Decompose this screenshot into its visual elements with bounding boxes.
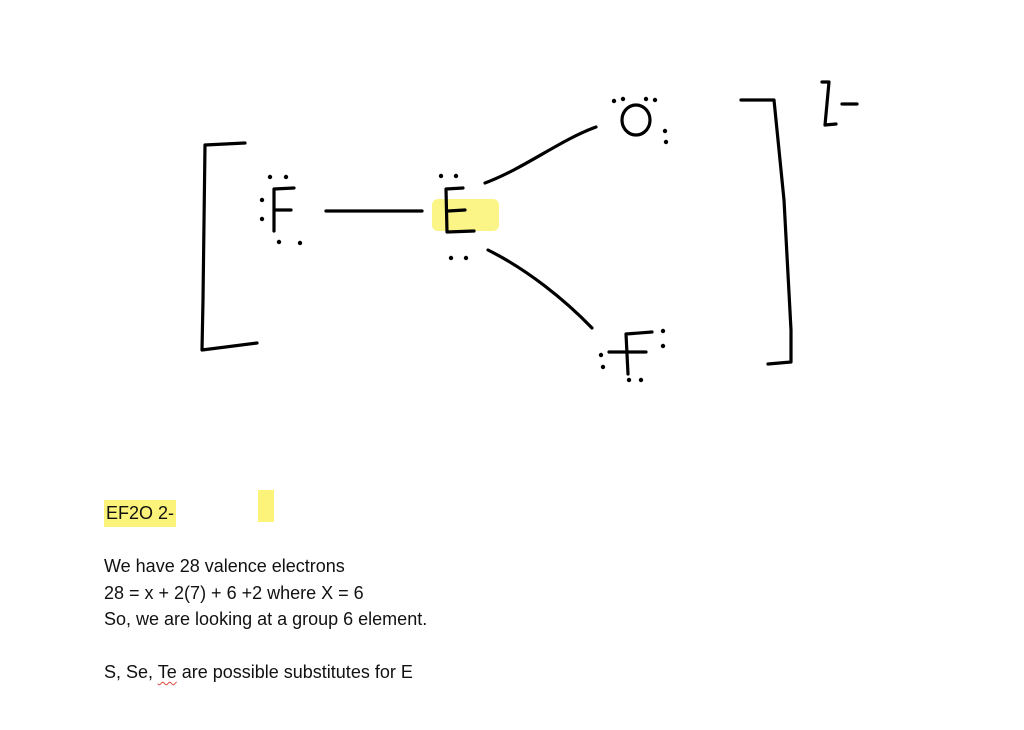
formula-line: EF2O 2- — [104, 500, 704, 527]
oxygen-glyph — [620, 103, 652, 137]
spellcheck-flagged-word[interactable]: Te — [157, 662, 177, 682]
spacer — [104, 633, 704, 660]
note-line-1: We have 28 valence electrons — [104, 556, 345, 576]
highlighter-mark — [258, 490, 274, 522]
label-oxygen: O — [636, 124, 637, 126]
label-lower-fluorine: F — [630, 359, 631, 361]
formula-label: EF2O 2- — [104, 500, 177, 527]
right-bracket — [739, 98, 793, 366]
label-left-fluorine: F — [280, 224, 281, 226]
left-fluorine-glyph — [272, 186, 296, 233]
spacer — [104, 527, 704, 554]
lower-fluorine-glyph — [607, 330, 654, 376]
charge-digit-2 — [820, 80, 838, 127]
bond-central-lower-fluorine — [486, 248, 594, 330]
note-line-3: So, we are looking at a group 6 element. — [104, 609, 428, 629]
left-bracket — [200, 141, 259, 352]
note-line-4: S, Se, Te are possible substitutes for E — [104, 659, 704, 686]
bond-central-oxygen — [483, 125, 598, 185]
notes-text: EF2O 2- We have 28 valence electrons 28 … — [104, 500, 704, 686]
note-line-4-prefix: S, Se, — [104, 662, 158, 682]
note-line-4-suffix: are possible substitutes for E — [176, 662, 413, 682]
central-atom-highlight — [432, 199, 499, 231]
left-fluorine-atom — [259, 174, 303, 246]
label-charge: 2- — [838, 109, 840, 111]
note-line-2: 28 = x + 2(7) + 6 +2 where X = 6 — [104, 582, 364, 603]
central-atom-glyph — [444, 186, 476, 234]
central-atom — [438, 173, 476, 261]
oxygen-atom — [611, 96, 669, 145]
ion-charge — [820, 80, 859, 127]
lower-fluorine-atom — [598, 328, 666, 383]
